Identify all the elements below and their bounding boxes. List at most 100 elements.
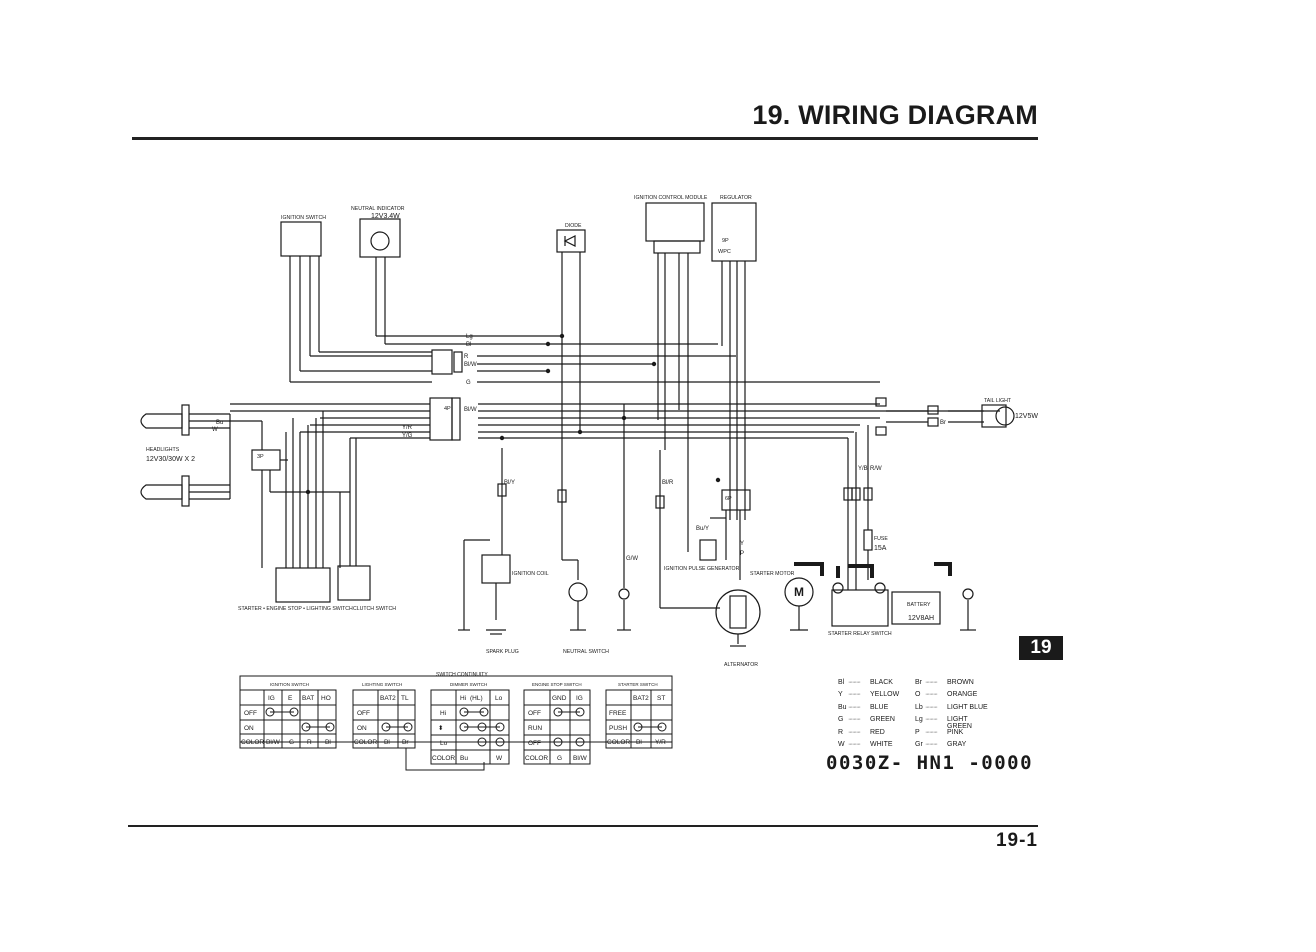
es-r2: OFF xyxy=(528,740,541,747)
tail-bulb-icon xyxy=(995,406,1015,426)
legend-code: Lg xyxy=(915,716,923,724)
legend-row: Y ········· YELLOW O ········· ORANGE xyxy=(838,691,1008,703)
regulator-box xyxy=(711,202,757,262)
starter-motor-symbol: M xyxy=(794,585,804,599)
legend-row: W ········· WHITE Gr ········· GRAY xyxy=(838,741,1008,753)
continuity-title: SWITCH CONTINUITY xyxy=(436,672,488,678)
headlight-upper xyxy=(140,404,230,436)
st-c1: Bl xyxy=(636,739,642,746)
dm-h1: Hi xyxy=(460,695,466,702)
es-r3: COLOR xyxy=(525,755,548,762)
legend-code: Y xyxy=(838,691,843,699)
legend-name: GREEN xyxy=(870,716,895,724)
ignition-coil-box xyxy=(481,554,511,584)
connector-wpc-regulator xyxy=(721,489,751,511)
diode-box xyxy=(556,229,586,253)
wire-label: R xyxy=(464,354,469,360)
headlight-lower xyxy=(140,475,230,507)
label-neutral-switch: NEUTRAL SWITCH xyxy=(563,649,609,655)
connector-6p-label: 6P xyxy=(725,496,732,502)
handlebar-switch-box xyxy=(275,567,331,603)
wire-label: G/W xyxy=(626,556,638,562)
legend-dots: ········· xyxy=(848,703,861,711)
rating-neutral-indicator: 12V3.4W xyxy=(371,213,400,220)
page-title: 19. WIRING DIAGRAM xyxy=(752,100,1038,130)
legend-row: G ········· GREEN Lg ········· LIGHT GRE… xyxy=(838,716,1008,731)
wire-label: R/W xyxy=(870,466,882,472)
label-tail-light: TAIL LIGHT xyxy=(984,398,1012,404)
es-c1: G xyxy=(557,755,562,762)
lt-c2: Br xyxy=(402,739,409,746)
ig-h1: IG xyxy=(268,695,275,702)
ignition-switch-box xyxy=(280,221,322,257)
dm-arrow-icon: ⬍ xyxy=(438,724,443,732)
label-ignition-coil: IGNITION COIL xyxy=(512,571,549,577)
legend-code: R xyxy=(838,728,844,736)
legend-dots: ········· xyxy=(925,728,938,736)
es-h2: IG xyxy=(576,695,583,702)
dm-h3: Lo xyxy=(495,695,503,702)
label-ignition-switch: IGNITION SWITCH xyxy=(281,215,326,221)
legend-name: LIGHT BLUE xyxy=(947,703,988,711)
wire-label: Y xyxy=(740,541,744,547)
starter-table-title: STARTER SWITCH xyxy=(618,682,658,687)
legend-code: O xyxy=(915,691,921,699)
es-r1: RUN xyxy=(528,725,542,732)
part-number: 0030Z- HN1 -0000 xyxy=(826,752,1034,774)
wire-label: Bl xyxy=(466,342,471,348)
legend-code: W xyxy=(838,740,845,748)
st-c2: Y/R xyxy=(655,739,666,746)
legend-code: P xyxy=(915,728,920,736)
rating-tail-light: 12V5W xyxy=(1015,413,1038,420)
label-handlebar-switch: STARTER • ENGINE STOP • LIGHTING SWITCH xyxy=(238,606,353,612)
wire-label: Bu xyxy=(216,420,223,426)
neutral-switch-icon xyxy=(568,582,588,602)
lighting-table-title: LIGHTING SWITCH xyxy=(362,682,402,687)
connector-wpc-label: WPC xyxy=(718,249,731,255)
legend-name: ORANGE xyxy=(947,691,978,699)
legend-dots: ········· xyxy=(848,691,861,699)
label-neutral-indicator: NEUTRAL INDICATOR xyxy=(351,206,405,212)
label-battery: BATTERY xyxy=(907,602,931,608)
lt-c1: Bl xyxy=(384,739,390,746)
legend-name: RED xyxy=(870,728,885,736)
legend-name: LIGHT GREEN xyxy=(947,716,972,731)
dm-h2: (HL) xyxy=(470,695,483,702)
legend-dots: ········· xyxy=(848,740,861,748)
label-clutch-switch: CLUTCH SWITCH xyxy=(353,606,396,612)
dm-c3: W xyxy=(496,755,503,762)
rating-battery: 12V8AH xyxy=(908,615,934,622)
wire-label: Bl/Y xyxy=(504,480,515,486)
legend-code: Lb xyxy=(915,703,923,711)
connector-3p xyxy=(251,449,281,471)
wire-label: Bl/R xyxy=(662,480,674,486)
legend-name: GRAY xyxy=(947,740,967,748)
label-diode: DIODE xyxy=(565,223,582,229)
fuse-icon xyxy=(863,529,873,551)
lt-r0: OFF xyxy=(357,710,370,717)
pulse-generator-icon xyxy=(699,539,717,561)
connector-9p-label: 9P xyxy=(722,238,729,244)
wire-label: Y/G xyxy=(402,433,413,439)
ig-c2: G xyxy=(289,739,294,746)
es-r0: OFF xyxy=(528,710,541,717)
diode-icon xyxy=(563,235,576,247)
legend-dots: ········· xyxy=(925,740,938,748)
label-ignition-control-module: IGNITION CONTROL MODULE xyxy=(634,195,708,201)
battery-box xyxy=(891,591,941,625)
wire-label: G xyxy=(466,380,471,386)
legend-name: YELLOW xyxy=(870,691,900,699)
connector-3p-label: 3P xyxy=(257,454,264,460)
legend-dots: ········· xyxy=(925,703,938,711)
legend-row: R ········· RED P ········· PINK xyxy=(838,729,1008,741)
ignition-switch-terminals xyxy=(289,256,320,382)
st-r1: PUSH xyxy=(609,725,627,732)
section-tab: 19 xyxy=(1019,636,1063,660)
label-starter-motor: STARTER MOTOR xyxy=(750,571,795,577)
ig-c1: Bl/W xyxy=(266,739,281,746)
legend-dots: ········· xyxy=(848,679,861,686)
ig-h2: E xyxy=(288,695,293,702)
label-alternator: ALTERNATOR xyxy=(724,662,758,668)
legend-row: Bu ········· BLUE Lb ········· LIGHT BLU… xyxy=(838,704,1008,716)
switch-continuity-tables xyxy=(239,675,673,771)
